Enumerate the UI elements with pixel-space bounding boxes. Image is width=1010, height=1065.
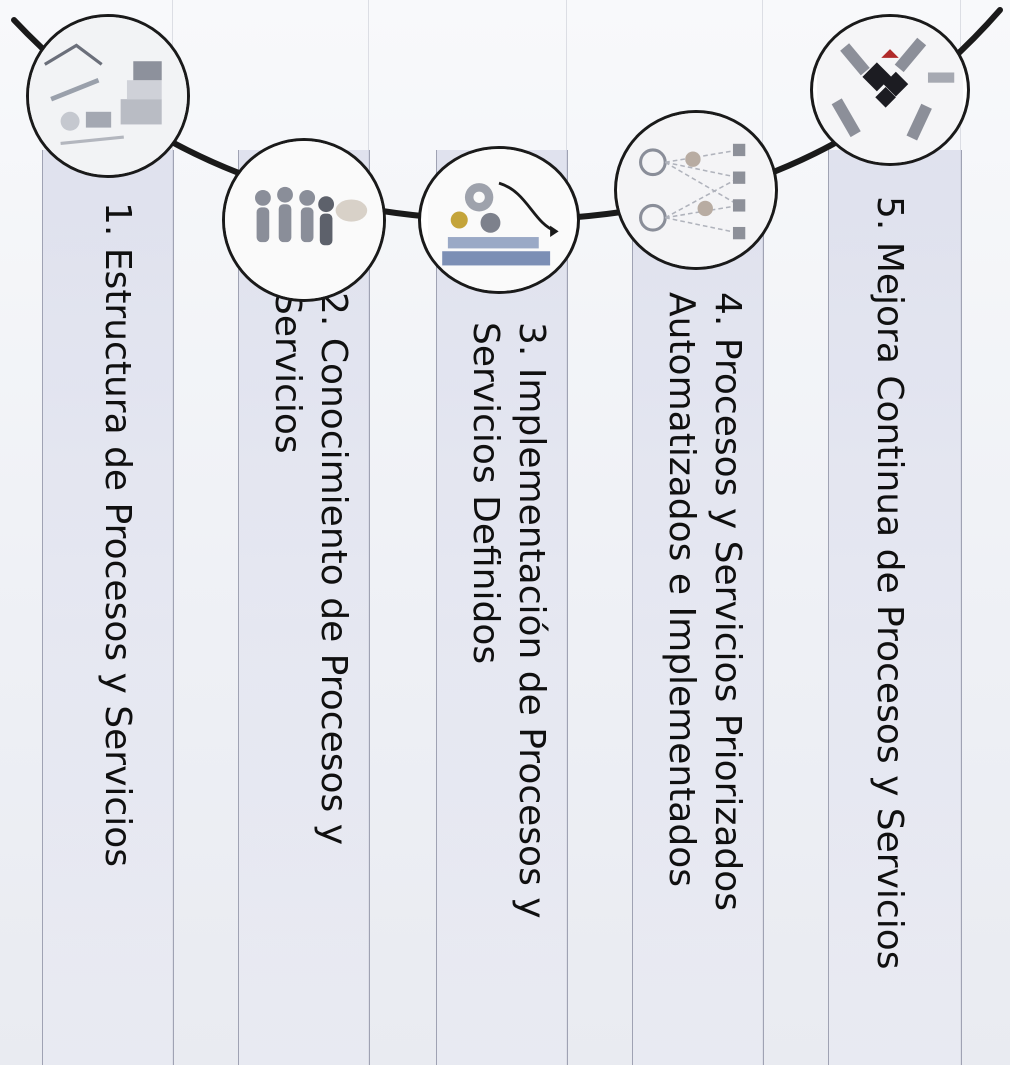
step-3-column xyxy=(436,150,568,1065)
automation-network-icon xyxy=(614,110,778,270)
step-4-column xyxy=(632,150,764,1065)
process-structure-icon xyxy=(26,14,190,178)
gear-implementation-icon xyxy=(418,146,580,294)
continuous-improvement-icon xyxy=(810,14,970,166)
step-1-column xyxy=(42,150,174,1065)
people-knowledge-icon xyxy=(222,138,386,302)
step-2-column xyxy=(238,150,370,1065)
step-5-column xyxy=(828,150,962,1065)
